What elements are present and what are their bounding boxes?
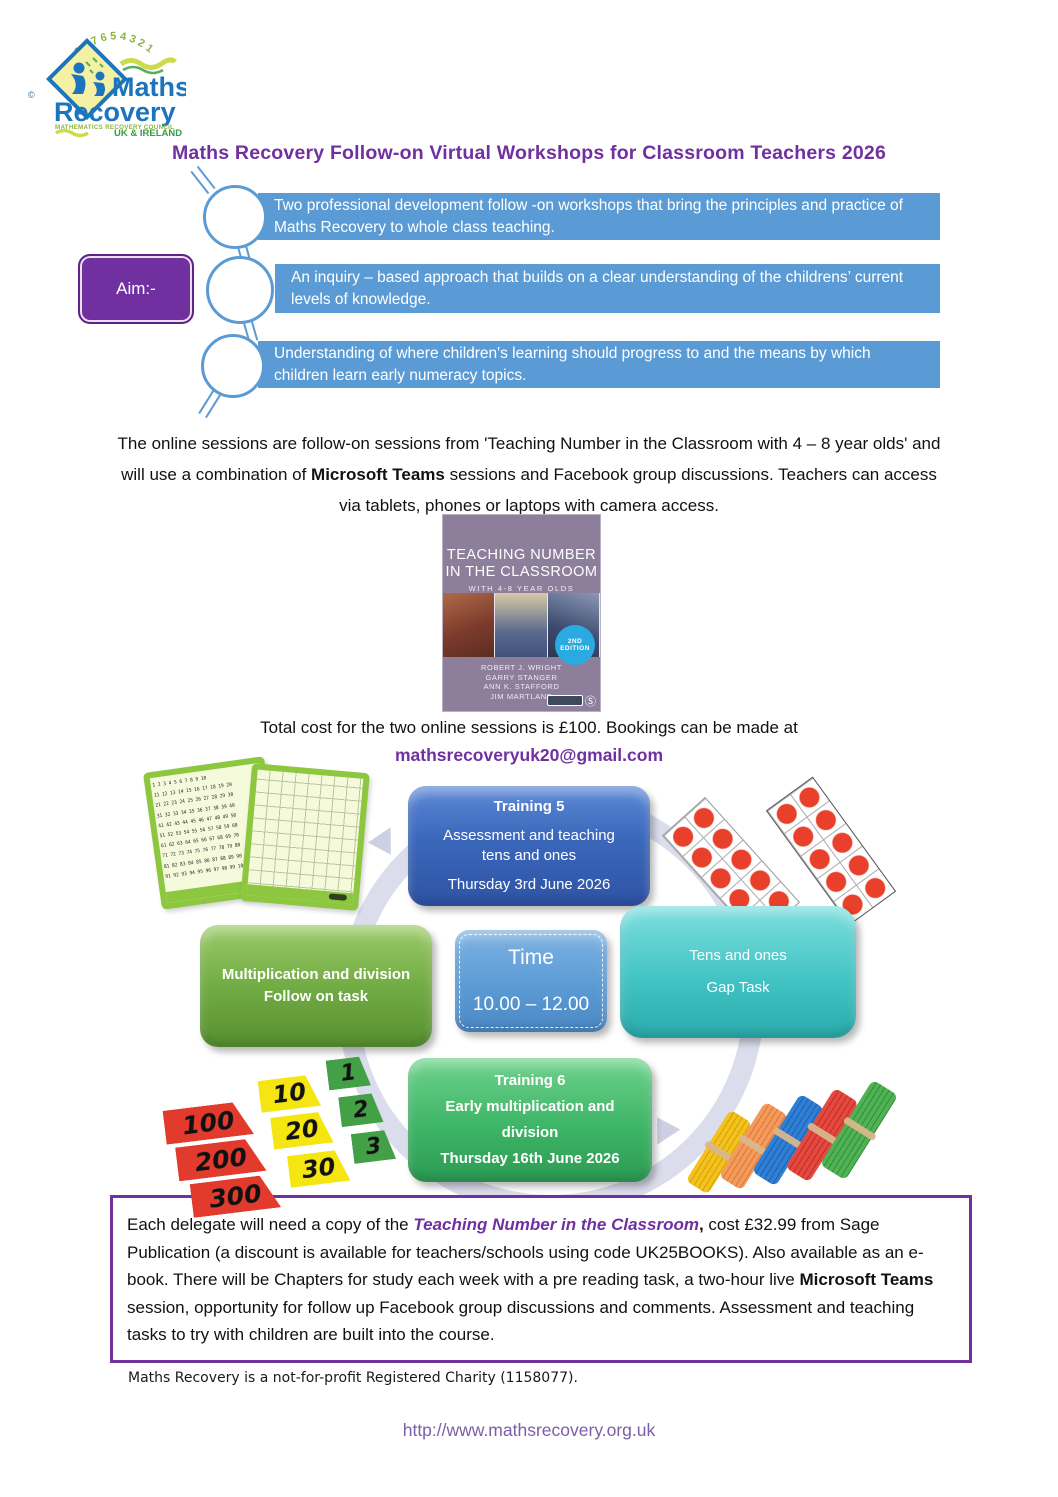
tens-and-ones-box: Tens and ones Gap Task — [620, 906, 856, 1038]
charity-note: Maths Recovery is a not-for-profit Regis… — [128, 1370, 578, 1386]
blank-grid-icon — [240, 763, 370, 911]
booking-email-link[interactable]: mathsrecoveryuk20@gmail.com — [394, 745, 664, 765]
maths-recovery-logo: 9 8 7 6 5 4 3 2 1 © Maths Recovery MATHE… — [26, 12, 190, 139]
website-line: http://www.mathsrecovery.org.uk — [0, 1420, 1058, 1441]
aim-connector-line — [190, 165, 216, 195]
ten-frame-cards — [661, 764, 900, 942]
book-title-line1: TEACHING NUMBER — [446, 547, 597, 563]
aim-item-2: An inquiry – based approach that builds … — [275, 264, 940, 313]
arrow-card-1: 1 — [326, 1056, 371, 1091]
delegate-info-box: Each delegate will need a copy of the Te… — [110, 1195, 972, 1363]
aim-item-1: Two professional development follow -on … — [258, 193, 940, 240]
arrow-cards-icon: 100 200 300 10 20 30 1 2 3 — [143, 1054, 397, 1212]
training6-line3: Thursday 16th June 2026 — [440, 1150, 620, 1167]
time-value: 10.00 – 12.00 — [472, 994, 590, 1015]
arrow-card-20: 20 — [270, 1111, 333, 1150]
training6-line1: Early multiplication and — [445, 1098, 615, 1115]
arrow-card-200: 200 — [175, 1137, 266, 1181]
training6-title: Training 6 — [494, 1072, 566, 1089]
aim-bullet-circle-icon — [206, 256, 274, 324]
cover-photo-1 — [443, 593, 496, 657]
hundred-chart-cards: 1 2 3 4 5 6 7 8 9 10 11 12 13 14 15 16 1… — [142, 756, 380, 911]
intro-paragraph: The online sessions are follow-on sessio… — [117, 434, 941, 515]
tens-line1: Tens and ones — [689, 947, 787, 964]
book-author: ANN K. STAFFORD — [483, 682, 560, 691]
publisher-badge-icon — [547, 695, 583, 706]
training5-line1: Assessment and teaching tens and ones — [443, 827, 615, 864]
multiplication-line2: Follow on task — [263, 988, 369, 1005]
card-footer-strip — [246, 884, 354, 905]
book-subtitle: WITH 4-8 YEAR OLDS — [468, 584, 575, 593]
training6-line2: division — [501, 1124, 559, 1141]
book-cover-image: TEACHING NUMBER IN THE CLASSROOM WITH 4-… — [443, 515, 600, 711]
logo-name-line2: Recovery — [54, 97, 176, 127]
arrow-card-100: 100 — [163, 1100, 254, 1144]
book-author: ROBERT J. WRIGHT — [481, 663, 562, 672]
book-author: JIM MARTLAND — [490, 691, 553, 701]
arrow-card-3: 3 — [351, 1129, 396, 1164]
multiplication-line1: Multiplication and division — [221, 966, 411, 983]
website-link[interactable]: http://www.mathsrecovery.org.uk — [402, 1420, 656, 1440]
email-line: mathsrecoveryuk20@gmail.com — [114, 745, 944, 766]
logo-region: UK & IRELAND — [114, 128, 182, 138]
aim-label: Aim:- — [116, 279, 156, 298]
aim-item-3: Understanding of where children's learni… — [258, 341, 940, 388]
logo-name-line1: Maths — [112, 72, 186, 102]
book-title-line2: IN THE CLASSROOM — [445, 564, 598, 580]
multiplication-box: Multiplication and division Follow on ta… — [200, 925, 432, 1047]
logo-copyright: © — [28, 90, 35, 100]
edition-badge: 2ND EDITION — [555, 625, 595, 665]
arrow-card-2: 2 — [338, 1092, 383, 1127]
page-title: Maths Recovery Follow-on Virtual Worksho… — [171, 142, 887, 164]
logo-subtitle: MATHEMATICS RECOVERY COUNCIL — [55, 124, 174, 131]
training6-box: Training 6 Early multiplication and divi… — [408, 1058, 652, 1182]
aim-bullet-circle-icon — [201, 334, 265, 398]
training5-line2: Thursday 3rd June 2026 — [447, 876, 611, 893]
book-author: GARRY STANGER — [485, 672, 558, 682]
arrow-card-30: 30 — [287, 1149, 350, 1188]
stick-bundles-icon — [685, 1078, 902, 1195]
book-authors: ROBERT J. WRIGHT GARRY STANGER ANN K. ST… — [443, 663, 600, 701]
arrow-card-10: 10 — [258, 1074, 321, 1113]
tens-line2: Gap Task — [706, 979, 770, 996]
maths-recovery-logo-icon: 9 8 7 6 5 4 3 2 1 © Maths Recovery MATHE… — [28, 30, 190, 139]
time-title: Time — [508, 946, 554, 969]
training5-box: Training 5 Assessment and teaching tens … — [408, 786, 650, 906]
aim-bullet-circle-icon — [203, 185, 267, 249]
cost-line: Total cost for the two online sessions i… — [260, 718, 798, 737]
time-box: Time 10.00 – 12.00 — [455, 930, 607, 1032]
training5-title: Training 5 — [493, 798, 565, 815]
publisher-s-icon: Ⓢ — [585, 696, 596, 708]
cover-photo-2 — [495, 593, 548, 657]
aim-label-box: Aim:- — [78, 254, 194, 324]
